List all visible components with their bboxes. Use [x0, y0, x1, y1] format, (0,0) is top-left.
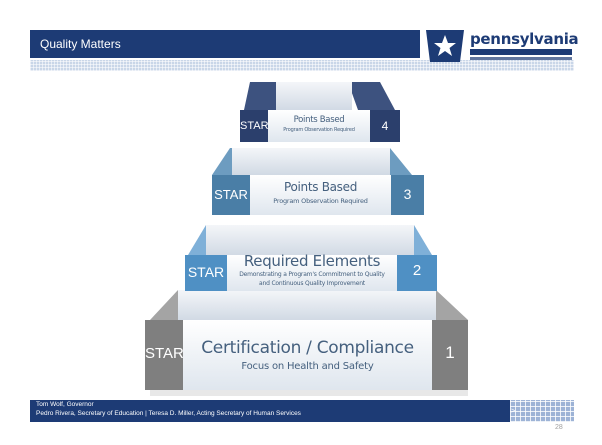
slide-title: Quality Matters [40, 37, 121, 51]
title-bar [30, 30, 420, 58]
step-4-right-pillar [370, 110, 400, 142]
step-3-right-pillar [391, 175, 424, 215]
step-1-subheading: Focus on Health and Safety [241, 361, 374, 372]
footer-grid-pattern [510, 400, 574, 422]
step-3-star-label: STAR [214, 187, 248, 202]
step-4-number: 4 [381, 119, 389, 133]
logo-subtitle-bar-2 [470, 57, 572, 60]
step-4-tread [276, 82, 352, 112]
step-3-face [250, 175, 391, 215]
footer-bar [30, 400, 510, 422]
step-1-tread [178, 290, 436, 322]
step-4-top-right [348, 82, 395, 110]
step-2-left-pillar [185, 255, 227, 291]
step-4-star-label: STAR [240, 120, 269, 132]
step-4-subheading: Program Observation Required [283, 127, 355, 133]
step-1-right-pillar [432, 320, 468, 390]
logo-wordmark: pennsylvania [470, 30, 579, 48]
step-2-number: 2 [412, 262, 422, 279]
step-2-right-pillar [397, 255, 437, 291]
floor-shadow [150, 390, 468, 396]
step-2-subheading: Demonstrating a Program's Commitment to … [239, 271, 385, 278]
footer-governor: Tom Wolf, Governor [36, 401, 94, 408]
step-2-tread [206, 225, 414, 257]
step-1-left-pillar [145, 320, 183, 390]
step-2-subheading-line-2: and Continuous Quality Improvement [259, 280, 365, 287]
step-1-face [183, 320, 432, 390]
step-3-subheading: Program Observation Required [273, 197, 368, 205]
page-number: 28 [555, 424, 563, 431]
footer-secretaries: Pedro Rivera, Secretary of Education | T… [36, 410, 301, 417]
header-stripe [30, 60, 574, 71]
step-2-face [227, 255, 397, 291]
footer-arrow: > [511, 408, 516, 415]
star-icon [434, 35, 456, 56]
step-3-number: 3 [403, 186, 412, 202]
step-1-heading: Certification / Compliance [201, 338, 414, 358]
pennsylvania-logo [426, 30, 464, 62]
step-2-heading: Required Elements [243, 252, 381, 270]
logo-subtitle-bar [470, 49, 572, 55]
step-4-face [268, 110, 370, 142]
step-1-star-label: STAR [145, 345, 184, 362]
step-4-heading: Points Based [293, 115, 345, 125]
step-4-left-pillar [240, 110, 268, 142]
step-3-heading: Points Based [283, 180, 358, 194]
step-1-number: 1 [445, 343, 455, 362]
step-3-left-pillar [212, 175, 250, 215]
step-4-top-left [244, 82, 280, 110]
step-2-star-label: STAR [187, 264, 225, 280]
step-3-tread [232, 148, 390, 176]
